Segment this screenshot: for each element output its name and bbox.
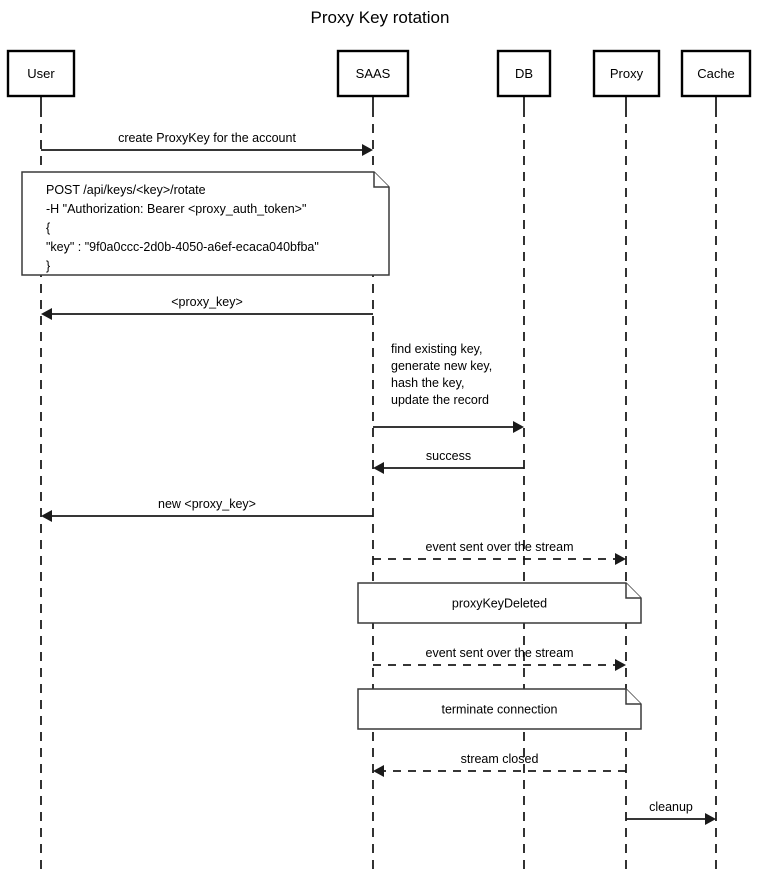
self-labels-layer: find existing key, generate new key, hash … bbox=[391, 342, 492, 407]
participant-box-proxy bbox=[592, 49, 661, 98]
message-arrowhead-m9 bbox=[705, 813, 716, 825]
participant-user[interactable]: User bbox=[6, 49, 76, 98]
message-m2[interactable]: <proxy_key> bbox=[41, 295, 373, 320]
participant-db[interactable]: DB bbox=[496, 49, 552, 98]
note-body-request-note bbox=[21, 171, 390, 276]
message-m1[interactable]: create ProxyKey for the account bbox=[41, 131, 373, 156]
participant-saas[interactable]: SAAS bbox=[336, 49, 410, 98]
participant-box-saas bbox=[336, 49, 410, 98]
diagram-title: Proxy Key rotation bbox=[311, 8, 450, 27]
message-arrowhead-m3 bbox=[513, 421, 524, 433]
participant-cache[interactable]: Cache bbox=[680, 49, 752, 98]
message-arrowhead-m7 bbox=[615, 659, 626, 671]
note-fold-corner-terminate-connection-note bbox=[625, 689, 641, 705]
message-arrowhead-m5 bbox=[41, 510, 52, 522]
note-text-line: -H "Authorization: Bearer <proxy_auth_to… bbox=[46, 202, 306, 216]
message-label-m4: success bbox=[426, 449, 471, 463]
note-text-line: } bbox=[46, 259, 50, 273]
note-text-line: proxyKeyDeleted bbox=[452, 597, 547, 611]
message-m5[interactable]: new <proxy_key> bbox=[41, 497, 373, 522]
participant-box-user bbox=[6, 49, 76, 98]
message-m8[interactable]: stream closed bbox=[373, 752, 626, 777]
message-m6[interactable]: event sent over the stream bbox=[373, 540, 626, 565]
participant-label-saas: SAAS bbox=[356, 66, 391, 81]
participants-layer: User SAAS DB Proxy Cache bbox=[6, 49, 752, 98]
participant-label-db: DB bbox=[515, 66, 533, 81]
participant-label-user: User bbox=[27, 66, 55, 81]
message-m4[interactable]: success bbox=[373, 449, 524, 474]
participant-box-db bbox=[496, 49, 552, 98]
message-arrowhead-m2 bbox=[41, 308, 52, 320]
self-label-line: generate new key, bbox=[391, 359, 492, 373]
message-label-m2: <proxy_key> bbox=[171, 295, 243, 309]
note-request-note: POST /api/keys/<key>/rotate -H "Authoriza… bbox=[21, 171, 390, 276]
note-body-terminate-connection-note bbox=[357, 688, 642, 730]
self-label-line: hash the key, bbox=[391, 376, 464, 390]
message-arrowhead-m1 bbox=[362, 144, 373, 156]
participant-box-cache bbox=[680, 49, 752, 98]
note-text-line: "key" : "9f0a0ccc-2d0b-4050-a6ef-ecaca04… bbox=[46, 240, 319, 254]
participant-label-cache: Cache bbox=[697, 66, 735, 81]
note-fold-corner-proxy-key-deleted-note bbox=[625, 583, 641, 599]
note-text-line: { bbox=[46, 221, 50, 235]
message-label-m7: event sent over the stream bbox=[426, 646, 574, 660]
lifelines-layer bbox=[40, 96, 717, 873]
self-label-saas-processing: find existing key, generate new key, hash … bbox=[391, 342, 492, 407]
self-label-line: update the record bbox=[391, 393, 489, 407]
message-m7[interactable]: event sent over the stream bbox=[373, 646, 626, 671]
message-label-m1: create ProxyKey for the account bbox=[118, 131, 296, 145]
note-proxy-key-deleted-note: proxyKeyDeleted bbox=[357, 582, 642, 624]
note-fold-corner-request-note bbox=[373, 172, 389, 188]
message-label-m5: new <proxy_key> bbox=[158, 497, 256, 511]
note-text-line: terminate connection bbox=[441, 703, 557, 717]
message-label-m8: stream closed bbox=[461, 752, 539, 766]
message-arrowhead-m6 bbox=[615, 553, 626, 565]
note-terminate-connection-note: terminate connection bbox=[357, 688, 642, 730]
participant-proxy[interactable]: Proxy bbox=[592, 49, 661, 98]
message-arrowhead-m8 bbox=[373, 765, 384, 777]
messages-layer: create ProxyKey for the account <proxy_ke… bbox=[41, 131, 716, 825]
message-m9[interactable]: cleanup bbox=[626, 800, 716, 825]
self-label-line: find existing key, bbox=[391, 342, 482, 356]
participant-label-proxy: Proxy bbox=[610, 66, 644, 81]
message-arrowhead-m4 bbox=[373, 462, 384, 474]
message-label-m9: cleanup bbox=[649, 800, 693, 814]
note-text-line: POST /api/keys/<key>/rotate bbox=[46, 183, 206, 197]
note-body-proxy-key-deleted-note bbox=[357, 582, 642, 624]
message-m3[interactable] bbox=[373, 421, 524, 433]
notes-layer: POST /api/keys/<key>/rotate -H "Authoriza… bbox=[21, 171, 642, 730]
message-label-m6: event sent over the stream bbox=[426, 540, 574, 554]
